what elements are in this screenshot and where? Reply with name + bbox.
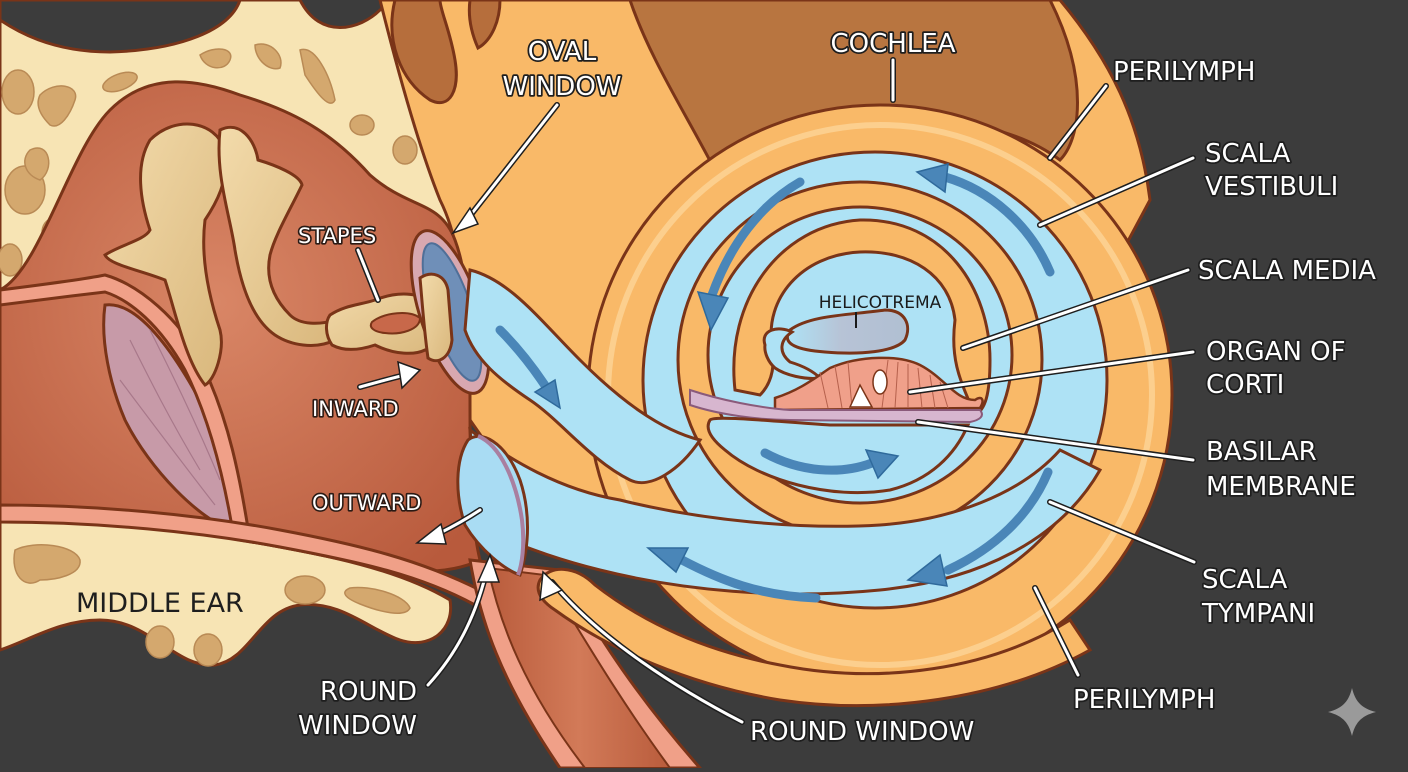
- label-perilymph-bottom: PERILYMPH: [1073, 685, 1215, 715]
- flow-arrow-st-right: [943, 467, 1053, 575]
- label-basilar-membrane-2: MEMBRANE: [1206, 472, 1356, 502]
- cochlea-inner-wall: [732, 218, 992, 418]
- labels: OVAL WINDOW COCHLEA PERILYMPH SCALA VEST…: [76, 27, 1378, 749]
- label-scala-tympani-1: SCALA: [1202, 565, 1288, 595]
- label-stapes: STAPES: [298, 224, 376, 248]
- label-scala-media: SCALA MEDIA: [1198, 256, 1376, 286]
- flow-arrow-sv-right-head: [915, 163, 949, 194]
- label-cochlea: COCHLEA: [830, 29, 955, 59]
- semicircular-canal-left: [390, 0, 458, 104]
- outward-arrowhead: [414, 522, 447, 545]
- label-perilymph-top: PERILYMPH: [1113, 57, 1255, 87]
- flow-arrow-vestibule-head: [533, 378, 562, 410]
- label-outward: OUTWARD: [312, 491, 421, 515]
- stapes-arch-hole: [369, 312, 422, 335]
- flow-arrow-vestibule: [495, 325, 553, 395]
- stapes-footplate: [418, 272, 454, 363]
- label-oval-window-1: OVAL: [528, 37, 597, 67]
- fluid-flow-arrows: [495, 163, 1055, 603]
- dark-cavity-top: [0, 0, 242, 54]
- round-window-left-arrowhead: [476, 552, 501, 583]
- incus: [217, 125, 337, 347]
- helicotrema-inner-fold: [762, 327, 824, 380]
- flow-arrow-sv-right: [940, 172, 1055, 277]
- basilar-membrane: [689, 388, 983, 424]
- inward-arrowhead: [397, 360, 422, 390]
- label-helicotrema: HELICOTREMA: [819, 293, 942, 313]
- corti-cavity: [872, 369, 888, 395]
- label-oval-window-2: WINDOW: [502, 72, 621, 102]
- label-scala-vestibuli-2: VESTIBULI: [1205, 172, 1338, 202]
- tunnel-of-corti: [848, 383, 874, 408]
- leader-lines: [355, 57, 1197, 725]
- scala-tympani-channel: [468, 426, 1103, 596]
- label-round-window-left-2: WINDOW: [298, 711, 417, 741]
- flow-arrow-st-bottom-head: [645, 547, 690, 574]
- label-round-window-left-1: ROUND: [320, 677, 417, 707]
- flow-arrow-sv-left-head: [696, 291, 730, 332]
- tympanic-membrane-fibers: [119, 329, 221, 506]
- scala-tympani-inner: [706, 416, 971, 495]
- label-organ-of-corti-1: ORGAN OF: [1206, 337, 1346, 367]
- label-organ-of-corti-2: CORTI: [1206, 370, 1284, 400]
- label-inward: INWARD: [312, 397, 399, 421]
- round-window-membrane: [477, 434, 526, 576]
- semicircular-canal-mid: [467, 0, 502, 51]
- label-scala-vestibuli-1: SCALA: [1205, 139, 1291, 169]
- label-basilar-membrane-1: BASILAR: [1206, 437, 1317, 467]
- label-round-window-right: ROUND WINDOW: [750, 717, 974, 747]
- oval-window-arrowhead: [451, 206, 480, 235]
- label-scala-tympani-2: TYMPANI: [1201, 599, 1315, 629]
- flow-arrow-st-right-head: [906, 553, 948, 587]
- flow-arrow-inner: [760, 448, 877, 475]
- flow-arrow-inner-head: [864, 449, 900, 480]
- floor-bone-spots: [13, 544, 411, 667]
- ossicles: [103, 122, 444, 387]
- helicotrema: [786, 308, 910, 355]
- flow-arrow-sv-left: [707, 177, 805, 300]
- flow-arrow-st-bottom: [677, 555, 821, 603]
- round-window-right-arrowhead: [539, 570, 564, 602]
- label-middle-ear: MIDDLE EAR: [76, 588, 244, 619]
- sparkle-icon: [1328, 688, 1376, 736]
- vestibule-fluid-channel: [463, 268, 703, 485]
